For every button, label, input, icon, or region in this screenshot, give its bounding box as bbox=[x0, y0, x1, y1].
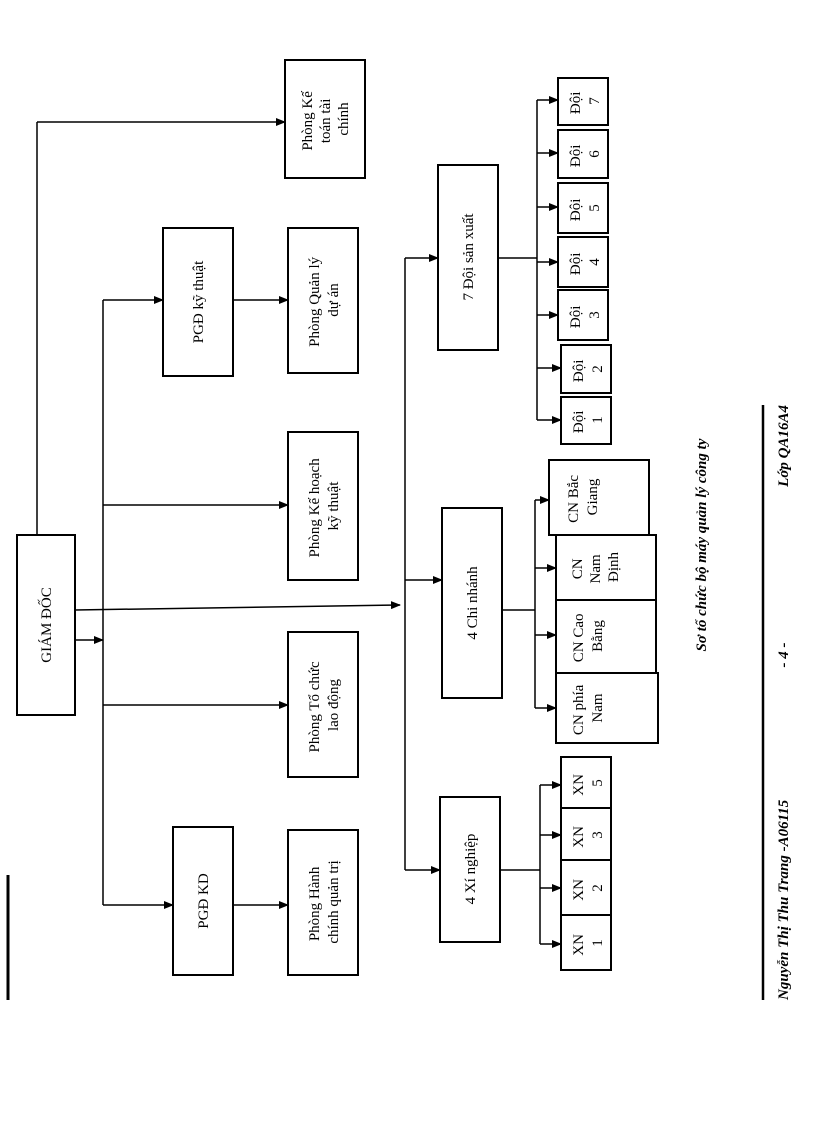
svg-text:Đội 7: Đội 7 bbox=[568, 88, 603, 114]
node-pgd-kd-label: PGĐ KD bbox=[196, 873, 212, 929]
svg-text:XN 1: XN 1 bbox=[571, 930, 606, 955]
svg-text:XN 2: XN 2 bbox=[571, 875, 606, 900]
svg-text:Đội 2: Đội 2 bbox=[571, 356, 606, 382]
node-doi-san-xuat: 7 Đội sản xuất bbox=[437, 164, 499, 351]
node-xi-nghiep-label: 4 Xí nghiệp bbox=[463, 834, 479, 905]
node-phong-to-chuc-label: Phòng Tổ chức lao động bbox=[307, 658, 342, 753]
node-xn-3: XN 3 bbox=[560, 807, 612, 861]
node-phong-quan-ly-du-an-label: Phòng Quản lý dự án bbox=[307, 253, 342, 347]
node-chi-nhanh-label: 4 Chi nhánh bbox=[465, 566, 481, 640]
svg-text:Đội 3: Đội 3 bbox=[568, 302, 603, 328]
node-giam-doc-label: GIÁM ĐỐC bbox=[37, 587, 55, 662]
svg-text:Đội 6: Đội 6 bbox=[568, 141, 603, 167]
node-phong-hanh-chinh: Phòng Hành chính quản trị bbox=[287, 829, 359, 976]
svg-text:Đội 1: Đội 1 bbox=[571, 407, 606, 433]
node-doi-4: Đội 4 bbox=[557, 236, 609, 288]
footer-author: Nguyễn Thị Thu Trang -A06115 bbox=[776, 799, 792, 1001]
diagram-caption: Sơ tổ chức bộ máy quản lý công ty bbox=[694, 438, 710, 651]
node-phong-quan-ly-du-an: Phòng Quản lý dự án bbox=[287, 227, 359, 374]
node-xi-nghiep: 4 Xí nghiệp bbox=[439, 796, 501, 943]
node-phong-ke-toan: Phòng Kế toán tài chính bbox=[284, 59, 366, 179]
node-xn-1: XN 1 bbox=[560, 914, 612, 971]
node-doi-6: Đội 6 bbox=[557, 129, 609, 179]
svg-text:XN 5: XN 5 bbox=[571, 770, 606, 795]
node-pgd-kt: PGĐ kỹ thuật bbox=[162, 227, 234, 377]
svg-text:Đội 5: Đội 5 bbox=[568, 195, 603, 221]
node-doi-5: Đội 5 bbox=[557, 182, 609, 234]
node-chi-nhanh: 4 Chi nhánh bbox=[441, 507, 503, 699]
footer-page-number: - 4 - bbox=[776, 643, 792, 668]
svg-text:CN Bắc Giang: CN Bắc Giang bbox=[566, 471, 601, 523]
node-doi-1: Đội 1 bbox=[560, 396, 612, 445]
svg-text:Đội 4: Đội 4 bbox=[568, 249, 603, 275]
node-cn-nam-dinh: CN Nam Định bbox=[555, 534, 657, 601]
node-cn-cao-bang: CN Cao Bằng bbox=[555, 599, 657, 674]
node-phong-hanh-chinh-label: Phòng Hành chính quản trị bbox=[307, 860, 342, 943]
node-phong-ke-hoach: Phòng Kế hoạch kỹ thuật bbox=[287, 431, 359, 581]
svg-text:CN Cao Bằng: CN Cao Bằng bbox=[571, 610, 606, 663]
svg-text:XN 3: XN 3 bbox=[571, 822, 606, 847]
connectors bbox=[36, 96, 562, 948]
node-phong-to-chuc: Phòng Tổ chức lao động bbox=[287, 631, 359, 778]
footer-class: Lớp QA16A4 bbox=[776, 405, 792, 488]
node-doi-7: Đội 7 bbox=[557, 77, 609, 126]
node-cn-bac-giang: CN Bắc Giang bbox=[548, 459, 650, 536]
node-phong-ke-hoach-label: Phòng Kế hoạch kỹ thuật bbox=[307, 455, 342, 558]
node-doi-2: Đội 2 bbox=[560, 344, 612, 394]
node-xn-5: XN 5 bbox=[560, 756, 612, 809]
node-cn-phia-nam: CN phía Nam bbox=[555, 672, 659, 744]
svg-text:CN phía Nam: CN phía Nam bbox=[571, 681, 606, 735]
node-doi-3: Đội 3 bbox=[557, 289, 609, 341]
node-doi-san-xuat-label: 7 Đội sản xuất bbox=[461, 213, 477, 301]
node-phong-ke-toan-label: Phòng Kế toán tài chính bbox=[300, 87, 352, 150]
node-xn-2: XN 2 bbox=[560, 859, 612, 916]
svg-text:CN Nam Định: CN Nam Định bbox=[570, 551, 622, 584]
node-giam-doc: GIÁM ĐỐC bbox=[16, 534, 76, 716]
node-pgd-kt-label: PGĐ kỹ thuật bbox=[191, 260, 207, 343]
node-pgd-kd: PGĐ KD bbox=[172, 826, 234, 976]
